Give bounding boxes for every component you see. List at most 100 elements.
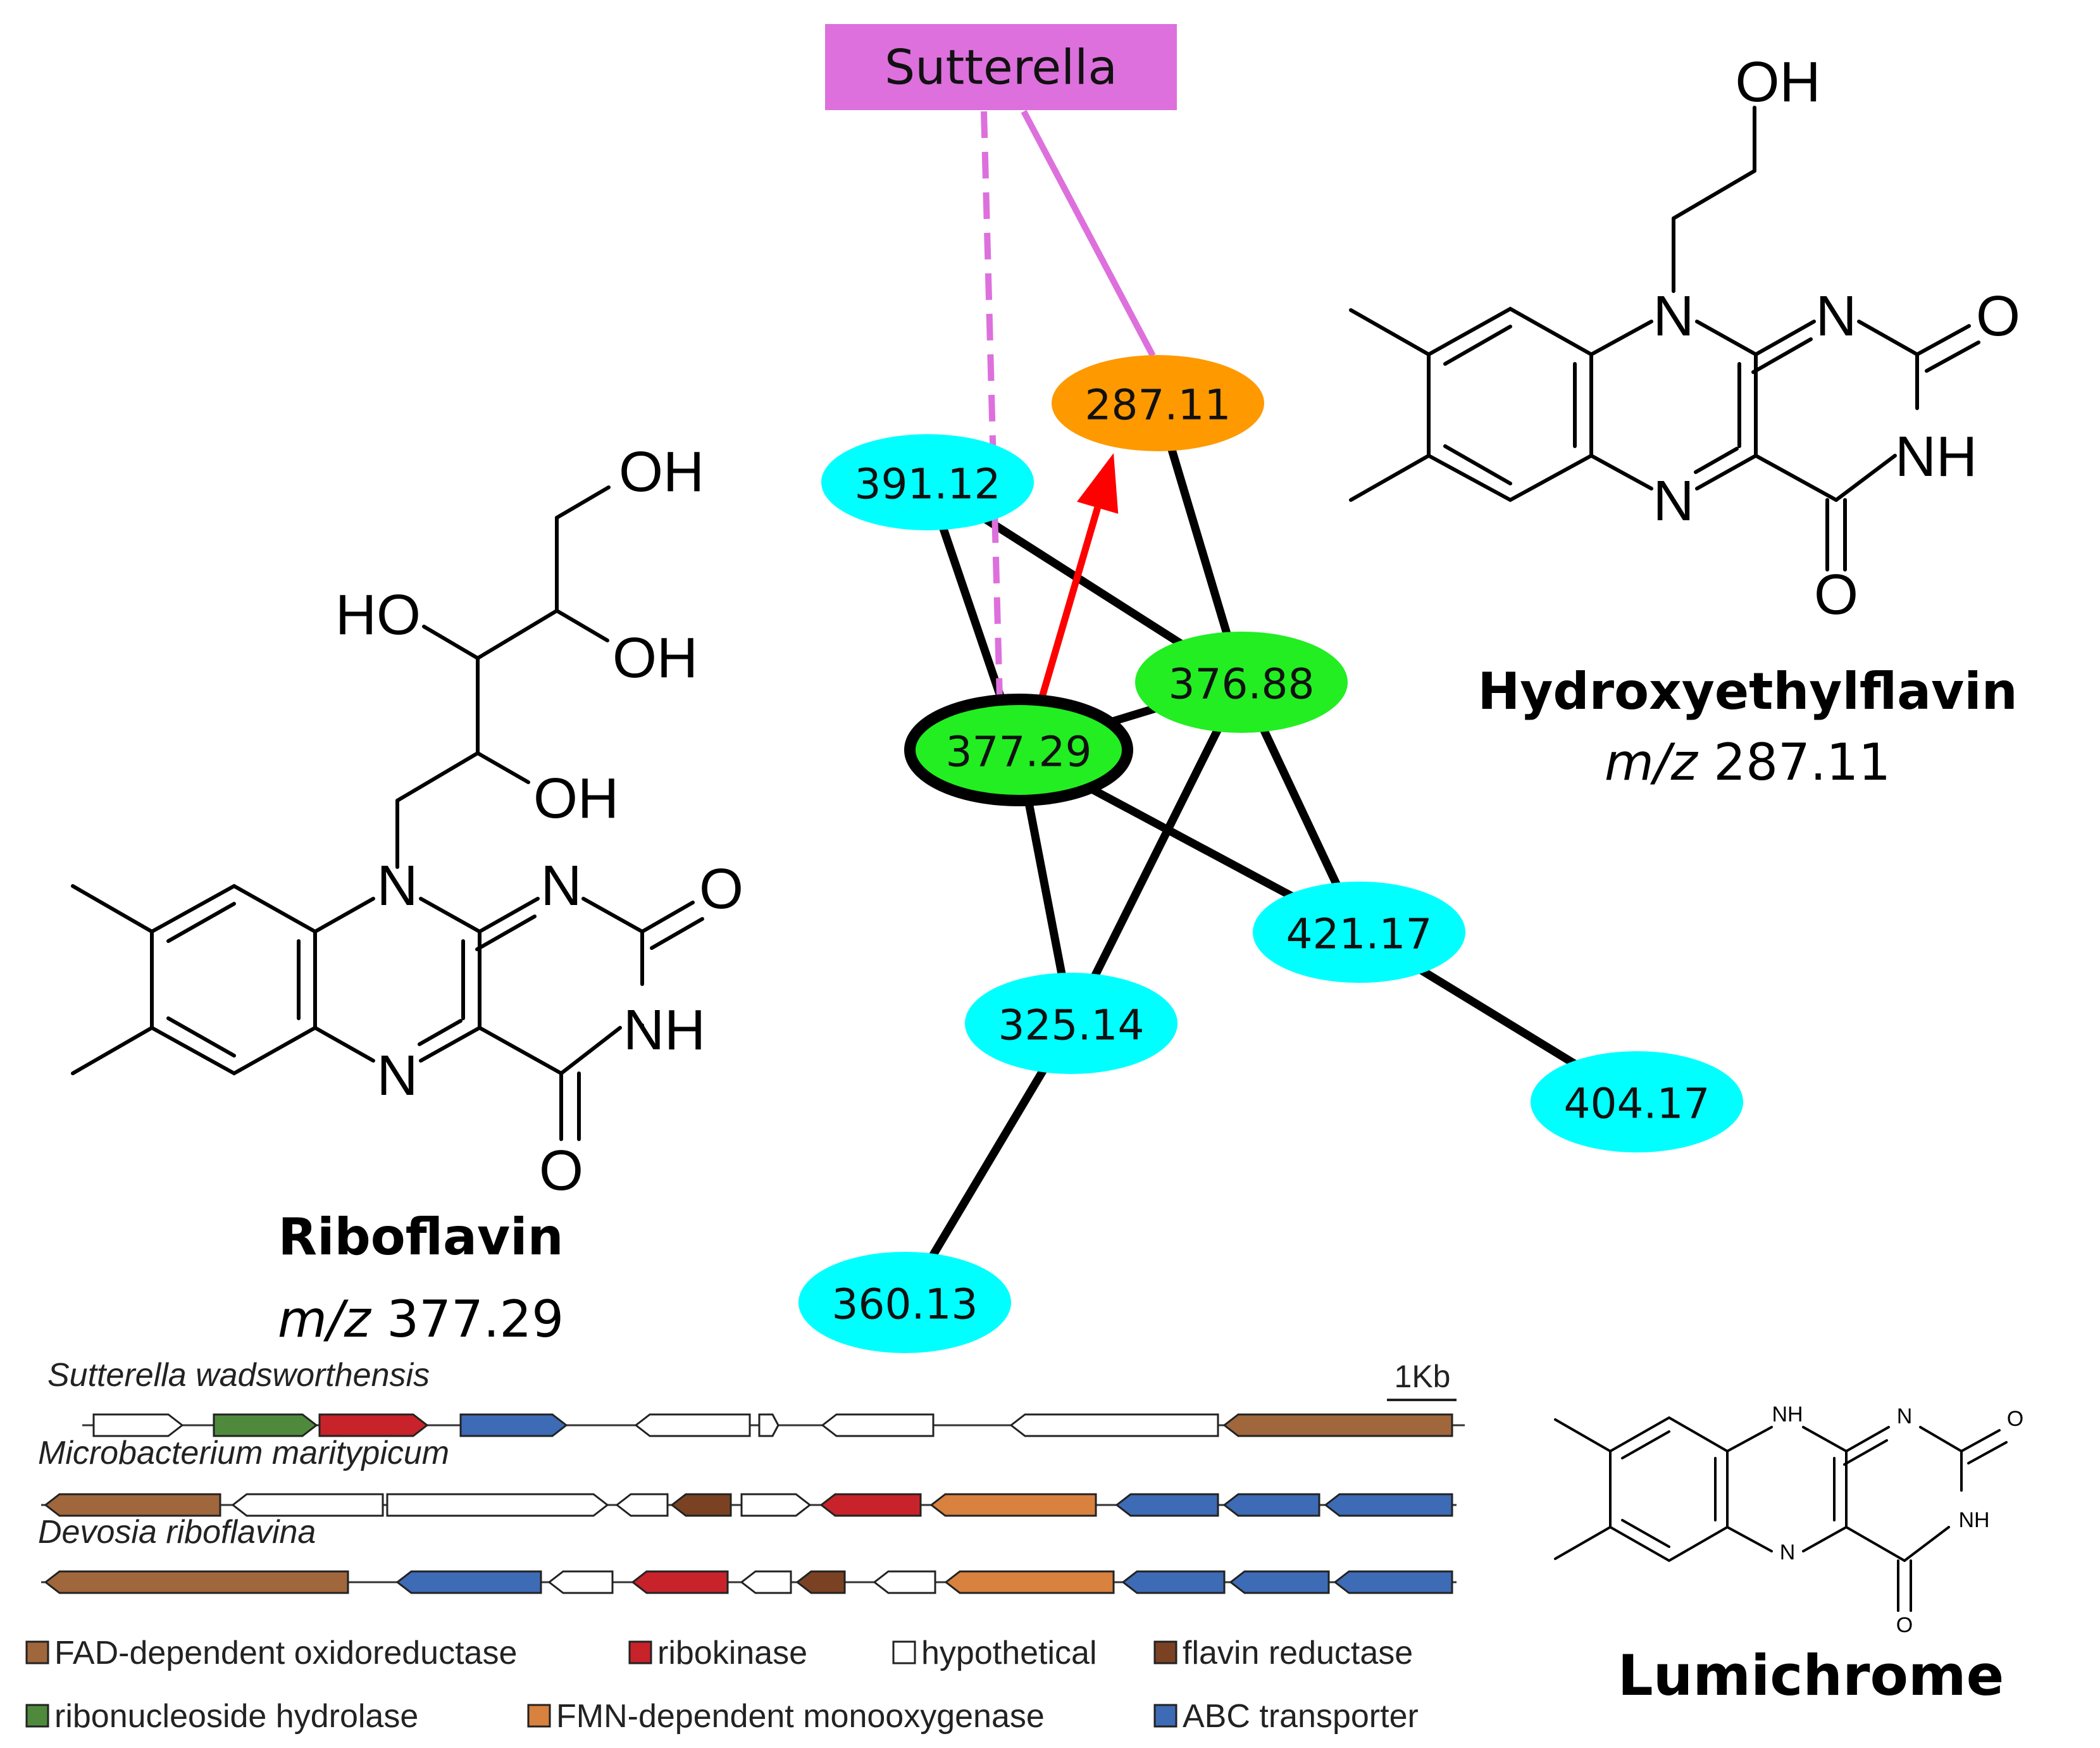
riboflavin-n10: N [377,854,418,918]
riboflavin-mz: m/z 377.29 [278,1290,564,1349]
species-label: Devosia riboflavina [38,1514,316,1551]
molecular-network: 377.29 376.88 287.11 391.12 421.17 325.14 404.… [798,24,1743,1353]
network-node-n287: 287.11 [1052,355,1264,451]
legend-item-ribok: ribokinase [628,1635,807,1671]
gene-abc [1324,1493,1453,1517]
legend-label: hypothetical [921,1635,1097,1671]
legend-swatch [25,1704,49,1728]
hydroxyethylflavin-mz: m/z 287.11 [1605,733,1891,792]
legend-item-fmn: FMN-dependent monooxygenase [527,1698,1045,1735]
gene-ribok [318,1413,429,1437]
riboflavin-oh-top: OH [619,440,704,504]
riboflavin-n5: N [377,1044,418,1108]
hydroxyethylflavin-n1: N [1816,285,1857,348]
riboflavin-mz-value: 377.29 [387,1290,564,1349]
legend-swatch [1153,1704,1177,1728]
scale-bar-label: 1Kb [1395,1359,1451,1394]
gene-legend: FAD-dependent oxidoreductase ribokinase hy… [25,1635,1419,1735]
node-ellipse [798,1252,1011,1353]
gene-fmn [929,1493,1097,1517]
legend-swatch [1153,1640,1177,1664]
gene-hyp [821,1413,935,1437]
legend-label: ribokinase [657,1635,807,1671]
species-label: Sutterella wadsworthensis [47,1357,430,1394]
gene-abc [1333,1570,1453,1594]
scale-bar: 1Kb [1387,1359,1457,1401]
lumichrome-o2: O [2007,1407,2023,1431]
hydroxyethylflavin-name: Hydroxyethylflavin [1477,662,2017,721]
gene-hyp [634,1413,751,1437]
node-label: 287.11 [1085,381,1231,430]
riboflavin-atom-labels: OH HO OH OH N N O NH N O [335,440,743,1202]
network-node-n377: 377.29 [904,694,1133,806]
legend-swatch [892,1640,916,1664]
node-label: 325.14 [998,1001,1145,1050]
node-label: 376.88 [1169,660,1315,709]
hydroxyethylflavin-n10: N [1653,285,1694,348]
legend-label: ABC transporter [1183,1698,1419,1735]
lumichrome-name: Lumichrome [1618,1643,2004,1708]
gene-track-1: Sutterella wadsworthensis [47,1357,1465,1437]
gene-hyp [758,1413,780,1437]
gene-fad [1222,1413,1453,1437]
gene-hyp [386,1493,609,1517]
node-ellipse [1135,632,1348,733]
lumichrome-n1: N [1897,1404,1913,1428]
gene-abc [395,1570,542,1594]
gene-abc [1222,1493,1320,1517]
riboflavin-o2: O [699,858,743,921]
node-label: 391.12 [855,460,1001,509]
node-ellipse [1253,882,1465,983]
sutterella-link-dashed [981,111,1003,700]
sutterella-links [981,109,1156,700]
sutterella-link-solid [1021,109,1156,358]
node-ellipse [821,434,1034,530]
gene-hyp [740,1493,812,1517]
gene-tracks: Sutterella wadsworthensisMicrobacterium … [38,1357,1465,1594]
gene-fad [44,1493,221,1517]
hydroxyethylflavin-o2: O [1976,285,2020,348]
legend-swatch [25,1640,49,1664]
gene-abc [1115,1493,1219,1517]
riboflavin-nh: NH [623,999,705,1062]
network-node-n421: 421.17 [1253,882,1465,983]
hydroxyethylflavin-mz-prefix: m/z [1605,733,1699,792]
hydroxyethylflavin-oh: OH [1736,51,1821,114]
gene-track-3: Devosia riboflavina [38,1514,1457,1594]
arrow-shaft [1037,506,1101,702]
gene-track-2: Microbacterium maritypicum [38,1435,1457,1517]
network-node-n404: 404.17 [1531,1051,1743,1152]
arrow-head [1077,453,1119,514]
conversion-arrow [1037,453,1119,702]
legend-swatch [527,1704,551,1728]
riboflavin-oh-mid: OH [612,627,698,690]
gene-hyp [615,1493,669,1517]
network-node-n376: 376.88 [1135,632,1348,733]
legend-item-abc: ABC transporter [1153,1698,1419,1735]
gene-hyp [873,1570,936,1594]
lumichrome-o4: O [1896,1613,1913,1637]
gene-hyp [231,1493,384,1517]
sutterella-box-bg [825,24,1177,110]
gene-hyp [547,1570,614,1594]
legend-label: FAD-dependent oxidoreductase [54,1635,517,1671]
gene-hyp [740,1570,792,1594]
legend-item-ribhyd: ribonucleoside hydrolase [25,1698,418,1735]
sutterella-box: Sutterella [825,24,1177,110]
gene-fmn [944,1570,1115,1594]
riboflavin-o4: O [539,1139,583,1202]
species-label: Microbacterium maritypicum [38,1435,449,1471]
riboflavin-oh-low: OH [533,767,619,830]
network-node-n325: 325.14 [965,973,1177,1074]
hydroxyethylflavin-n5: N [1653,470,1694,533]
legend-label: FMN-dependent monooxygenase [556,1698,1045,1735]
legend-swatch [628,1640,652,1664]
legend-item-hyp: hypothetical [892,1635,1097,1671]
hydroxyethylflavin-atom-labels: OH N N O NH N O [1653,51,2021,627]
lumichrome-atom-labels: NH N O NH N O [1772,1402,2023,1637]
riboflavin-structure [71,485,704,1141]
lumichrome-nh-right: NH [1958,1508,1989,1532]
network-node-n391: 391.12 [821,434,1034,530]
legend-label: ribonucleoside hydrolase [54,1698,418,1735]
